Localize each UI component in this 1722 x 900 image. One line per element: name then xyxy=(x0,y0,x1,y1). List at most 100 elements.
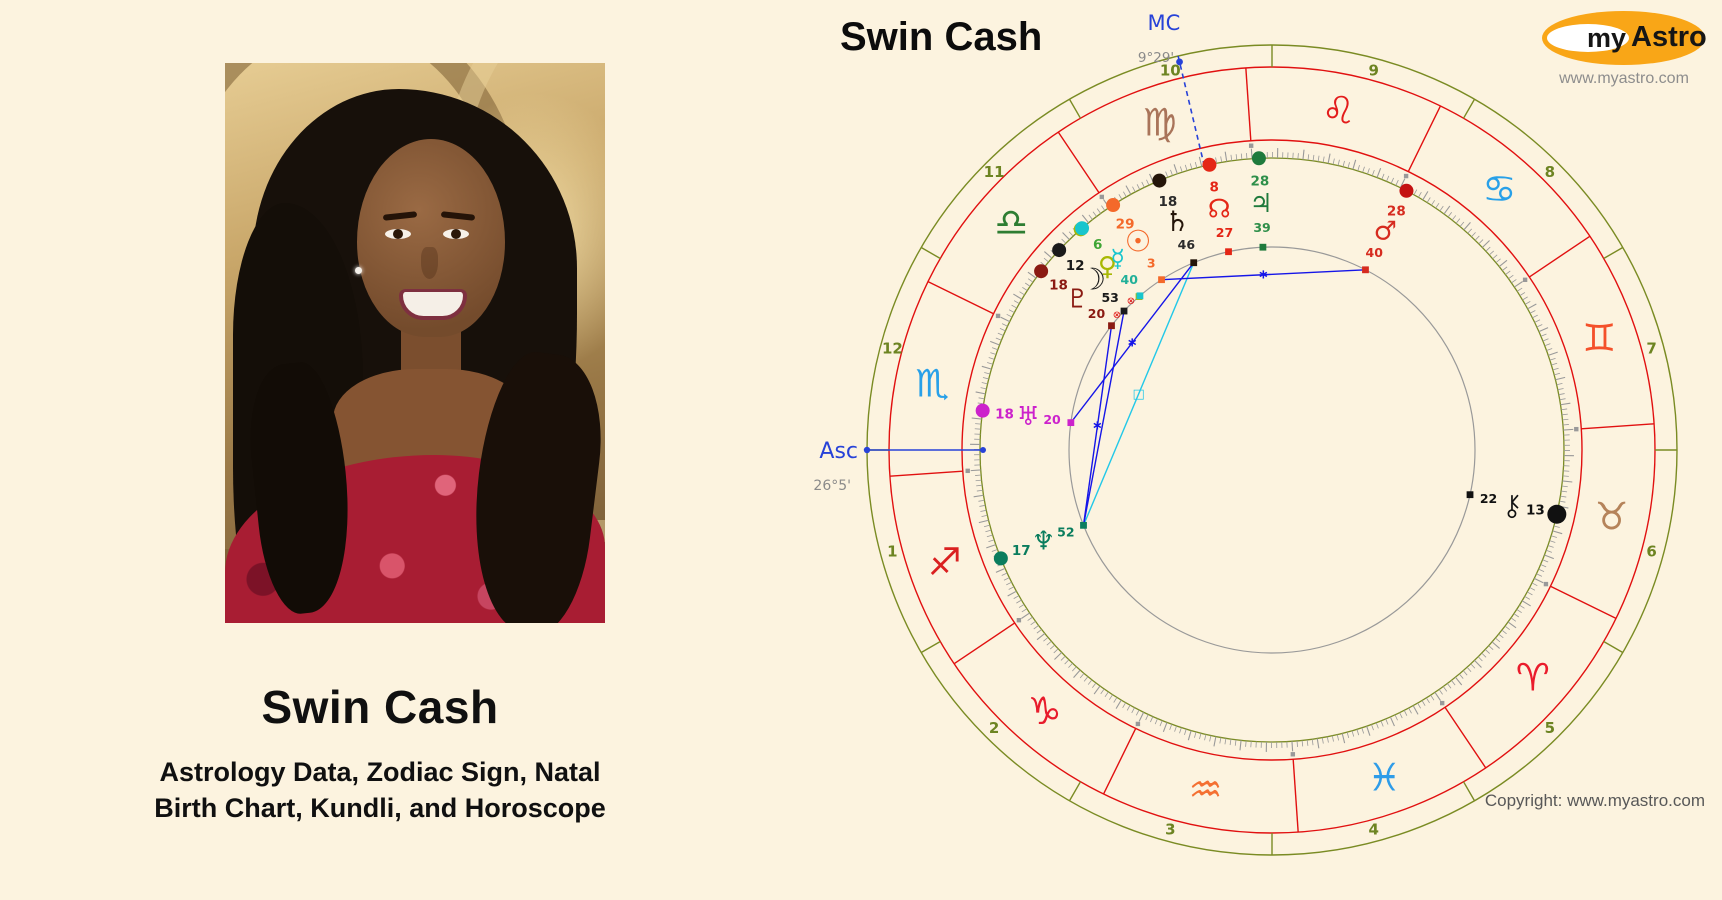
degree-tick xyxy=(1125,185,1132,195)
zodiac-sign-taurus-icon: ♉ xyxy=(1595,495,1629,539)
degree-tick xyxy=(1513,613,1520,618)
eye xyxy=(443,229,469,239)
degree-tick xyxy=(1194,161,1198,168)
sign-boundary-line xyxy=(1407,105,1442,172)
planet-minutes-uranus: 20 xyxy=(1043,412,1061,427)
sign-boundary-pip xyxy=(1439,700,1445,706)
aspect-line-sun-mars xyxy=(1161,269,1366,281)
aspect-point-chiron xyxy=(1466,491,1474,499)
degree-tick xyxy=(1000,316,1010,323)
degree-tick xyxy=(1548,351,1558,356)
degree-tick xyxy=(1036,629,1042,634)
sign-boundary-pip xyxy=(1543,581,1549,587)
degree-tick xyxy=(999,328,1006,332)
house-number-8: 8 xyxy=(1545,163,1555,181)
planet-dot-chiron xyxy=(1547,504,1567,524)
degree-tick xyxy=(1431,200,1435,206)
degree-tick xyxy=(1060,655,1066,661)
degree-tick xyxy=(1087,679,1093,685)
aspect-line-uranus-saturn xyxy=(1070,262,1195,424)
sign-boundary-line xyxy=(889,470,963,477)
degree-tick xyxy=(975,391,986,395)
degree-tick xyxy=(1516,609,1522,613)
degree-tick xyxy=(1558,393,1565,396)
mc-line xyxy=(1177,55,1206,167)
degree-tick xyxy=(1442,686,1448,692)
degree-tick xyxy=(1538,568,1545,572)
degree-tick xyxy=(1165,171,1169,178)
degree-tick xyxy=(1534,577,1544,584)
degree-tick xyxy=(1068,231,1074,237)
planet-degree-pluto: 18 xyxy=(1049,278,1068,294)
degree-tick xyxy=(1008,309,1015,313)
sign-boundary-pip xyxy=(965,468,970,474)
zodiac-sign-scorpio-icon: ♏ xyxy=(915,361,949,405)
house-number-5: 5 xyxy=(1545,719,1555,737)
degree-tick xyxy=(1209,735,1212,742)
degree-tick xyxy=(1544,554,1554,560)
aspect-point-mars xyxy=(1362,266,1369,274)
degree-tick xyxy=(1138,712,1145,722)
degree-tick xyxy=(1366,726,1371,736)
degree-tick xyxy=(1027,271,1037,279)
planet-dot-node xyxy=(1202,157,1217,172)
degree-tick xyxy=(978,519,989,524)
degree-tick xyxy=(988,357,995,360)
degree-tick xyxy=(1022,287,1028,291)
sign-boundary-line xyxy=(1581,423,1655,430)
face xyxy=(355,139,505,337)
degree-tick xyxy=(981,365,992,370)
degree-tick xyxy=(1514,281,1523,288)
chart-circle-3 xyxy=(979,157,1565,743)
house-cusp-line xyxy=(920,640,941,654)
person-intro: Swin Cash Astrology Data, Zodiac Sign, N… xyxy=(0,680,760,827)
planet-minutes-mars: 40 xyxy=(1366,245,1384,260)
degree-tick xyxy=(1245,740,1247,747)
aspect-mark-icon: ⊗ xyxy=(1113,310,1121,321)
degree-tick xyxy=(1296,740,1298,747)
planet-glyph-pluto-icon: ♇ xyxy=(1066,284,1089,314)
sign-boundary-pip xyxy=(995,313,1001,319)
house-number-10: 10 xyxy=(1160,61,1181,79)
degree-tick xyxy=(1250,148,1253,159)
degree-tick xyxy=(1540,333,1547,337)
degree-tick xyxy=(1562,480,1573,483)
degree-tick xyxy=(1044,251,1053,259)
degree-tick xyxy=(1033,625,1039,630)
degree-tick xyxy=(1122,702,1126,709)
degree-tick xyxy=(1394,714,1398,721)
degree-tick xyxy=(1470,663,1476,669)
degree-tick xyxy=(1043,257,1049,263)
copyright-text: Copyright: www.myastro.com xyxy=(1484,791,1705,810)
sign-boundary-line xyxy=(1057,131,1100,194)
planet-dot-moon xyxy=(1052,243,1067,258)
myastro-logo[interactable]: my Astro xyxy=(1542,11,1707,65)
planet-minutes-neptune: 52 xyxy=(1057,524,1074,539)
sign-boundary-pip xyxy=(1290,752,1296,757)
sign-boundary-line xyxy=(1528,235,1591,278)
degree-tick xyxy=(990,340,1000,346)
planet-dot-sun xyxy=(1106,198,1121,213)
degree-tick xyxy=(1053,648,1059,654)
degree-tick xyxy=(1495,258,1501,263)
chart-circle-1 xyxy=(888,66,1656,834)
degree-tick xyxy=(1553,525,1560,528)
planet-degree-venus: 6 xyxy=(1093,237,1102,253)
planet-glyph-node-icon: ☊ xyxy=(1208,195,1231,225)
degree-tick xyxy=(987,362,994,365)
sign-boundary-line xyxy=(1444,706,1487,769)
degree-tick xyxy=(1561,490,1568,493)
smile xyxy=(399,289,467,320)
degree-tick xyxy=(1194,731,1197,738)
degree-tick xyxy=(1337,159,1340,166)
degree-tick xyxy=(1540,564,1547,568)
degree-tick xyxy=(1224,738,1227,745)
degree-tick xyxy=(1447,212,1453,218)
degree-tick xyxy=(1036,633,1046,641)
degree-tick xyxy=(1297,153,1299,160)
degree-tick xyxy=(1184,728,1187,735)
zodiac-sign-capricorn-icon: ♑ xyxy=(1028,689,1062,733)
degree-tick xyxy=(1546,549,1553,553)
sign-boundary-pip xyxy=(1135,721,1141,727)
degree-tick xyxy=(1552,367,1559,371)
